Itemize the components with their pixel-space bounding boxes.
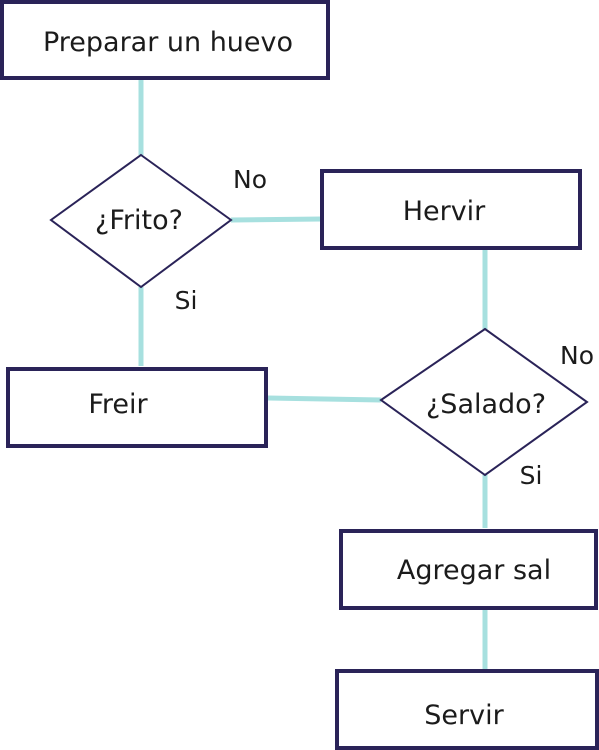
connector-frito-hervir (230, 216, 323, 223)
node-start-label: Preparar un huevo (43, 27, 293, 58)
node-frito-decision: ¿Frito? (49, 153, 233, 289)
node-agregar-label: Agregar sal (397, 555, 551, 586)
node-freir-label: Freir (88, 389, 148, 420)
edge-label-frito-si: Si (175, 286, 198, 315)
node-frito-label: ¿Frito? (95, 205, 183, 236)
node-salado-decision: ¿Salado? (379, 327, 589, 477)
edge-label-frito-no: No (233, 165, 267, 194)
node-salado-label: ¿Salado? (426, 389, 546, 420)
node-servir: Servir (335, 669, 599, 750)
node-hervir: Hervir (320, 169, 582, 250)
node-agregar-sal: Agregar sal (339, 529, 598, 610)
edge-label-salado-si: Si (520, 461, 543, 490)
node-start: Preparar un huevo (0, 0, 330, 80)
node-servir-label: Servir (424, 700, 504, 731)
connector-salado-freir (267, 395, 382, 403)
edge-label-salado-no: No (560, 341, 594, 370)
node-hervir-label: Hervir (403, 196, 486, 227)
node-freir: Freir (6, 367, 268, 448)
